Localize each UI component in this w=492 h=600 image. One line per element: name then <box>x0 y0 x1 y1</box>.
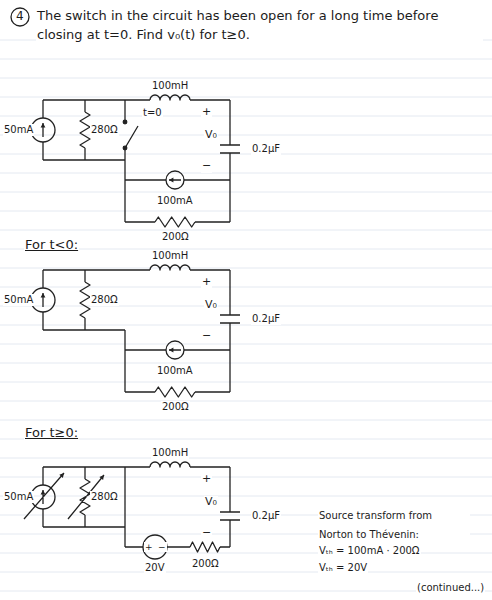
section-heading: For t≥0: <box>24 426 79 441</box>
switch-label: t=0 <box>142 107 163 119</box>
polarity-mark: + <box>201 276 212 289</box>
polarity-mark: − <box>157 542 167 552</box>
inductor-value: 100mH <box>151 80 189 92</box>
source-value: 100mA <box>156 365 194 377</box>
section-heading: For t<0: <box>24 238 79 253</box>
source-symbol <box>31 485 55 509</box>
ruled-lines <box>0 40 492 591</box>
source-symbol <box>11 8 29 26</box>
source-value: 20V <box>144 562 166 574</box>
polarity-mark: + <box>201 106 212 119</box>
circuit-wires <box>24 95 240 552</box>
problem-text: The switch in the circuit has been open … <box>36 6 483 44</box>
source-symbol <box>123 146 127 150</box>
inductor-value: 100mH <box>151 447 189 459</box>
source-symbol <box>31 118 55 142</box>
polarity-mark: + <box>144 542 154 552</box>
capacitor-value: 0.2μF <box>251 143 281 155</box>
side-note: Vₜₕ = 20V <box>318 562 368 574</box>
polarity-mark: − <box>201 527 212 540</box>
side-note: Vₜₕ = 100mA · 200Ω <box>318 545 421 557</box>
resistor-value: 280Ω <box>90 491 119 503</box>
source-symbol <box>166 341 184 359</box>
capacitor-value: 0.2μF <box>251 313 281 325</box>
resistor-value: 200Ω <box>161 401 190 413</box>
voltage-name: V₀ <box>204 496 218 509</box>
side-note: Source transform from Norton to Thévenin… <box>318 506 470 544</box>
polarity-mark: − <box>201 160 212 173</box>
source-value: 50mA <box>3 491 34 503</box>
capacitor-value: 0.2μF <box>251 510 281 522</box>
inductor-value: 100mH <box>151 250 189 262</box>
continued-note: (continued...) <box>416 582 485 594</box>
resistor-value: 200Ω <box>191 558 220 570</box>
voltage-name: V₀ <box>204 299 218 312</box>
resistor-value: 280Ω <box>90 124 119 136</box>
source-symbol <box>143 535 167 559</box>
voltage-name: V₀ <box>204 129 218 142</box>
problem-number: 4 <box>15 10 25 24</box>
source-value: 100mA <box>156 195 194 207</box>
source-symbol <box>31 288 55 312</box>
source-value: 50mA <box>3 294 34 306</box>
source-symbol <box>123 120 127 124</box>
source-symbol <box>166 171 184 189</box>
polarity-mark: − <box>201 330 212 343</box>
resistor-value: 200Ω <box>161 231 190 243</box>
resistor-value: 280Ω <box>90 294 119 306</box>
source-value: 50mA <box>3 124 34 136</box>
polarity-mark: + <box>201 473 212 486</box>
